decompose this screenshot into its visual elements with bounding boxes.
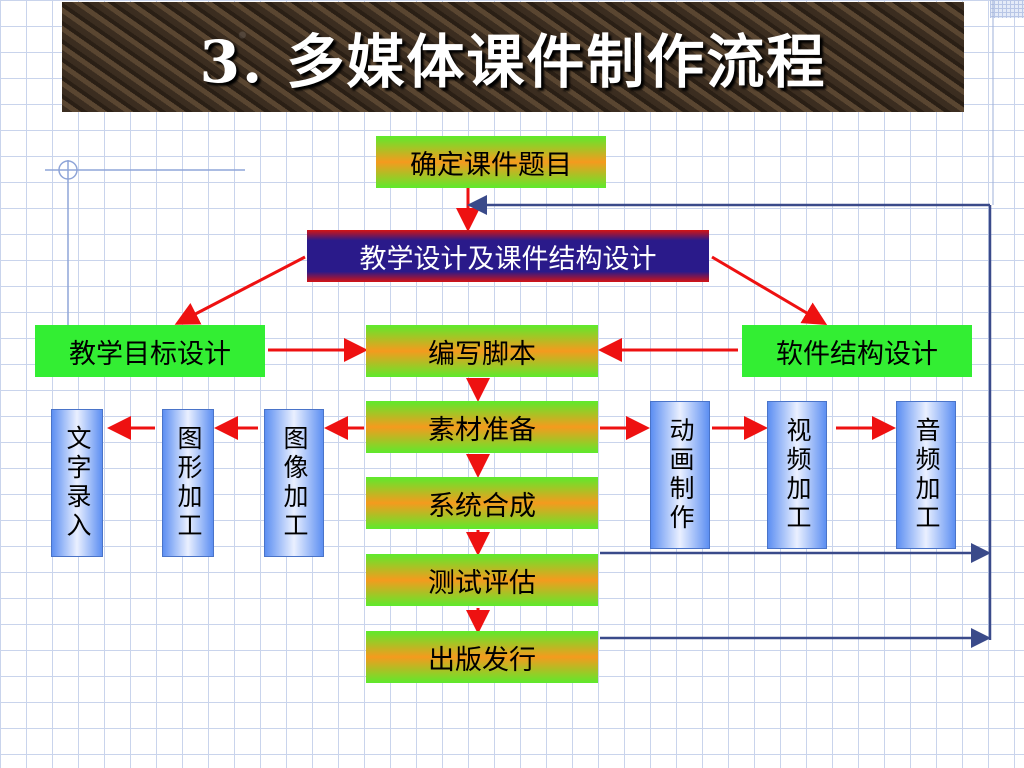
node-script-label: 编写脚本 [428,338,536,370]
node-material-label: 素材准备 [428,414,536,446]
node-goal-label: 教学目标设计 [69,338,231,370]
node-structure-label: 软件结构设计 [776,338,938,370]
node-topic: 确定课件题目 [376,136,606,188]
side-bracket-decoration [45,160,245,330]
node-graphics: 图形加工 [162,409,214,557]
node-publish: 出版发行 [366,631,598,683]
arrow-design-to-structure [711,255,828,326]
node-image-label: 图像加工 [280,425,309,541]
node-test-label: 测试评估 [428,567,536,599]
node-structure: 软件结构设计 [742,325,972,377]
corner-decoration [990,0,1024,18]
node-audio: 音频加工 [896,401,956,549]
node-topic-label: 确定课件题目 [410,149,572,181]
node-design-label: 教学设计及课件结构设计 [359,243,657,275]
node-test: 测试评估 [366,554,598,606]
title-banner: 3. 多媒体课件制作流程 [62,2,964,112]
node-audio-label: 音频加工 [912,417,941,533]
page-title: 3. 多媒体课件制作流程 [199,28,827,96]
node-system-label: 系统合成 [428,490,536,522]
node-script: 编写脚本 [366,325,598,377]
node-material: 素材准备 [366,401,598,453]
node-graphics-label: 图形加工 [174,425,203,541]
node-publish-label: 出版发行 [428,644,536,676]
node-animation: 动画制作 [650,401,710,549]
node-text-input: 文字录入 [51,409,103,557]
node-video: 视频加工 [767,401,827,549]
node-text-input-label: 文字录入 [63,425,92,541]
node-goal: 教学目标设计 [35,325,265,377]
node-image: 图像加工 [264,409,324,557]
arrow-design-to-goal [174,255,306,325]
node-design: 教学设计及课件结构设计 [307,230,709,282]
node-animation-label: 动画制作 [666,417,695,533]
node-video-label: 视频加工 [783,417,812,533]
node-system: 系统合成 [366,477,598,529]
